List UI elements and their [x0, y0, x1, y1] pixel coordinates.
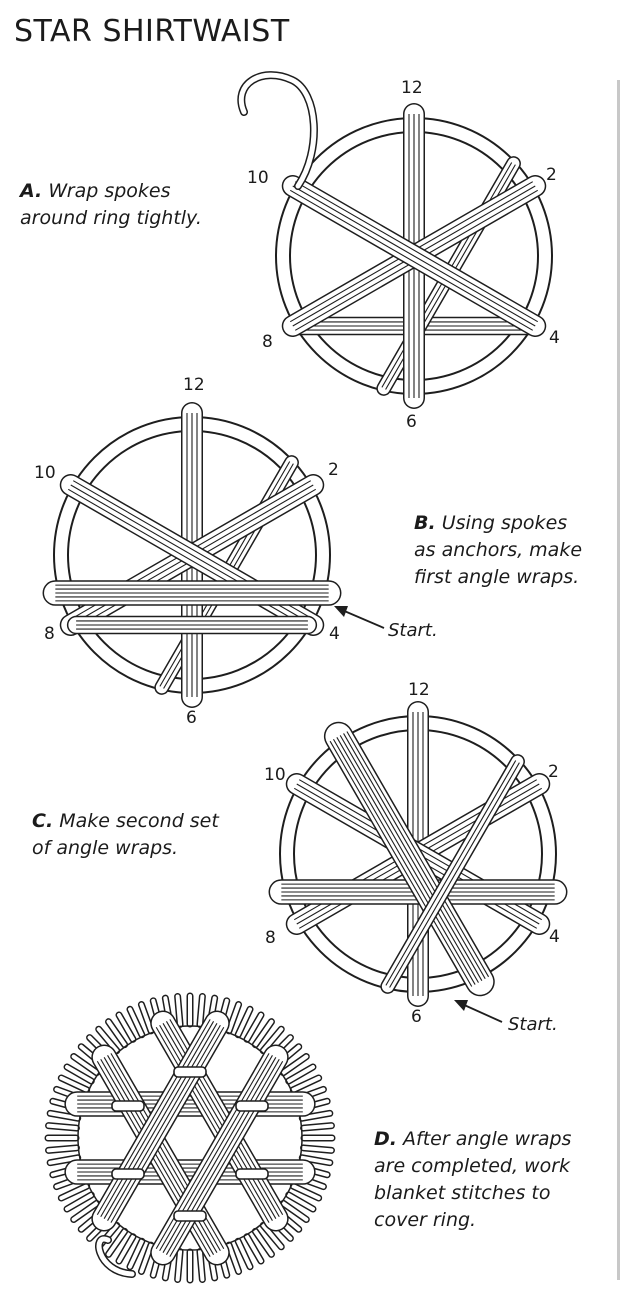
d-wrap-h2 — [64, 1091, 316, 1117]
diagram-c — [268, 701, 568, 1023]
c-label-6: 6 — [411, 1007, 422, 1027]
diagram-a — [237, 71, 553, 409]
c-label-8: 8 — [265, 928, 276, 948]
step-b-letter: B. — [414, 512, 436, 534]
page-title: STAR SHIRTWAIST — [14, 14, 290, 49]
step-a-letter: A. — [20, 180, 43, 202]
step-c-line-2: of angle wraps. — [32, 837, 179, 859]
a-label-10: 10 — [247, 168, 269, 188]
d-tie-2 — [111, 1100, 145, 1112]
c-second-angle-wrap — [323, 721, 495, 997]
a-label-8: 8 — [262, 332, 273, 352]
step-d-line-2: are completed, work — [374, 1155, 571, 1177]
step-b-caption: B. Using spokes as anchors, make first a… — [414, 510, 582, 591]
b-start-label: Start. — [388, 620, 438, 641]
c-start-label: Start. — [508, 1014, 558, 1035]
b-label-2: 2 — [328, 460, 339, 480]
step-b-line-2: as anchors, make — [414, 539, 583, 561]
step-c-line-1: Make second set — [59, 810, 219, 832]
b-lower-chord — [66, 615, 318, 635]
d-tie-4 — [111, 1168, 145, 1180]
diagram-b — [42, 402, 385, 708]
b-label-8: 8 — [44, 624, 55, 644]
step-d-letter: D. — [374, 1128, 397, 1150]
c-side-chord — [380, 754, 525, 994]
step-d-caption: D. After angle wraps are completed, work… — [374, 1126, 571, 1234]
b-label-6: 6 — [186, 708, 197, 728]
diagram-d — [44, 992, 336, 1284]
step-d-line-3: blanket stitches to — [374, 1182, 551, 1204]
step-a-line-1: Wrap spokes — [48, 180, 171, 202]
step-d-line-1: After angle wraps — [403, 1128, 572, 1150]
spoke-10-4 — [281, 175, 547, 337]
c-label-4: 4 — [549, 927, 560, 947]
a-label-2: 2 — [546, 165, 557, 185]
step-b-line-1: Using spokes — [441, 512, 568, 534]
step-a-line-2: around ring tightly. — [20, 207, 202, 229]
step-b-line-3: first angle wraps. — [414, 566, 580, 588]
step-c-letter: C. — [32, 810, 54, 832]
page-edge-shadow — [617, 80, 620, 1280]
d-tie-1 — [173, 1210, 207, 1222]
step-a-caption: A. Wrap spokes around ring tightly. — [20, 178, 202, 232]
a-label-4: 4 — [549, 328, 560, 348]
d-wrap-h1 — [64, 1159, 316, 1185]
d-tie-0 — [173, 1066, 207, 1078]
c-label-12: 12 — [408, 680, 430, 700]
b-label-10: 10 — [34, 463, 56, 483]
d-tie-5 — [235, 1168, 269, 1180]
c-label-10: 10 — [264, 765, 286, 785]
d-tie-3 — [235, 1100, 269, 1112]
d-wrap-b2 — [91, 1010, 230, 1232]
a-label-12: 12 — [401, 78, 423, 98]
step-d-line-4: cover ring. — [374, 1209, 477, 1231]
b-label-4: 4 — [329, 624, 340, 644]
c-label-2: 2 — [548, 762, 559, 782]
b-first-angle-wrap — [42, 580, 342, 606]
step-c-caption: C. Make second set of angle wraps. — [32, 808, 219, 862]
b-label-12: 12 — [183, 375, 205, 395]
a-label-6: 6 — [406, 412, 417, 432]
